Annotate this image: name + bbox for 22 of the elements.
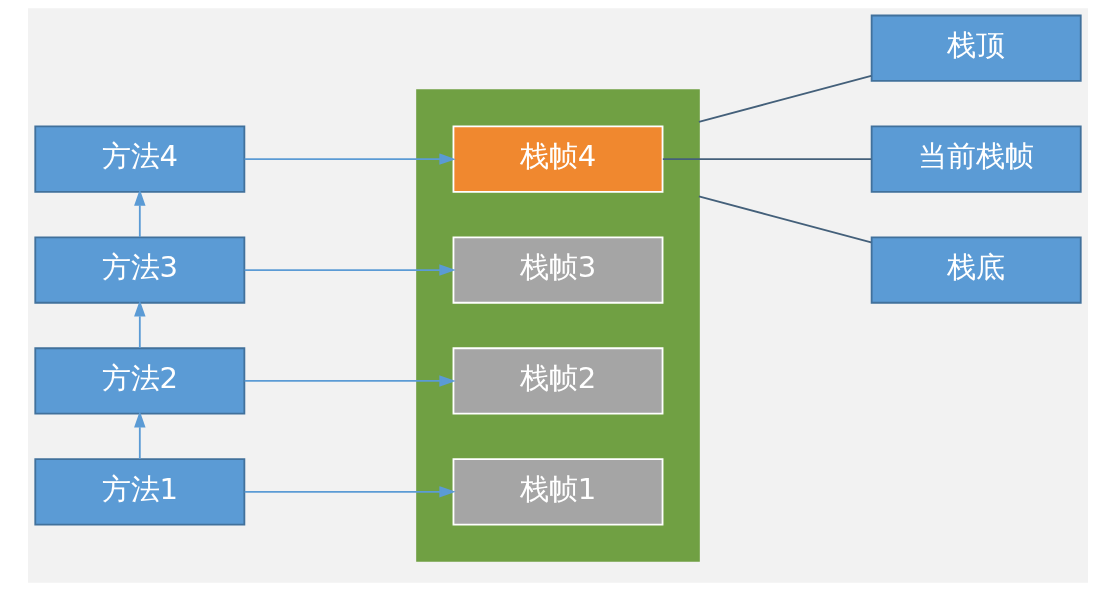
- node-box: 栈帧3: [452, 236, 664, 304]
- node-box: 栈帧1: [452, 458, 664, 526]
- cluster: [416, 89, 700, 562]
- arrow: [134, 300, 146, 349]
- node-box: 栈底: [870, 236, 1082, 304]
- node-box: 方法2: [34, 347, 246, 415]
- connector: [698, 74, 873, 123]
- node-box: 栈帧2: [452, 347, 664, 415]
- connector: [698, 195, 873, 244]
- arrow: [243, 153, 456, 165]
- node-box: 栈顶: [870, 14, 1082, 82]
- arrow: [134, 189, 146, 239]
- arrow: [243, 264, 456, 276]
- arrow: [243, 375, 456, 387]
- node-box: 当前栈帧: [870, 125, 1082, 193]
- node-box: 方法4: [34, 125, 246, 193]
- node-box: 方法3: [34, 236, 246, 304]
- connector: [661, 158, 873, 161]
- node-box: 栈帧4: [452, 125, 664, 193]
- arrow: [243, 486, 456, 498]
- node-box: 方法1: [34, 458, 246, 526]
- arrow: [134, 411, 146, 460]
